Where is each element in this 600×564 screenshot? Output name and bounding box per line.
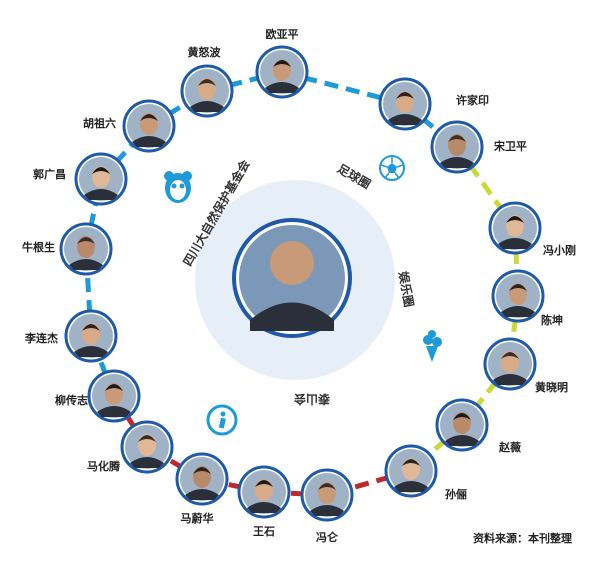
person-node: 赵薇 bbox=[437, 400, 521, 454]
person-name: 冯小刚 bbox=[543, 243, 576, 257]
person-name: 马蔚华 bbox=[181, 511, 214, 525]
person-node: 马蔚华 bbox=[177, 454, 227, 525]
person-name: 冯仑 bbox=[316, 530, 339, 544]
center-photo bbox=[234, 220, 350, 336]
person-node: 孙俪 bbox=[386, 446, 467, 501]
person-name: 胡祖六 bbox=[83, 116, 116, 130]
person-node: 牛根生 bbox=[22, 224, 111, 274]
person-node: 黄怒波 bbox=[182, 45, 232, 116]
info-icon bbox=[208, 406, 236, 434]
person-node: 宋卫平 bbox=[432, 122, 527, 172]
flower-bouquet-icon bbox=[423, 330, 442, 362]
person-node: 冯仑 bbox=[302, 470, 352, 544]
person-node: 陈坤 bbox=[493, 271, 563, 327]
person-node: 郭广昌 bbox=[33, 154, 126, 204]
group-label: 泰山会 bbox=[293, 392, 331, 407]
person-name: 郭广昌 bbox=[33, 167, 66, 181]
person-name: 马化腾 bbox=[87, 459, 121, 473]
panda-icon bbox=[164, 171, 192, 203]
group-label: 足球圈 bbox=[335, 161, 374, 192]
soccer-ball-icon bbox=[380, 156, 404, 180]
person-node: 柳传志 bbox=[55, 371, 139, 421]
person-node: 欧亚平 bbox=[257, 27, 307, 97]
person-node: 马化腾 bbox=[87, 422, 172, 473]
person-name: 黄晓明 bbox=[535, 380, 568, 394]
person-name: 孙俪 bbox=[445, 487, 467, 501]
person-name: 黄怒波 bbox=[188, 45, 222, 59]
person-node: 黄晓明 bbox=[485, 339, 568, 394]
person-name: 宋卫平 bbox=[493, 139, 527, 153]
center-face bbox=[270, 241, 314, 285]
source-note: 资料来源：本刊整理 bbox=[473, 530, 572, 546]
person-node: 李连杰 bbox=[24, 311, 116, 361]
person-node: 冯小刚 bbox=[490, 203, 576, 257]
person-node: 胡祖六 bbox=[83, 101, 174, 151]
person-name: 李连杰 bbox=[24, 331, 58, 345]
person-name: 欧亚平 bbox=[266, 27, 299, 41]
person-name: 牛根生 bbox=[22, 240, 55, 254]
group-label: 娱乐圈 bbox=[396, 270, 417, 308]
person-name: 赵薇 bbox=[498, 440, 521, 454]
person-name: 陈坤 bbox=[541, 313, 563, 327]
person-name: 许家印 bbox=[456, 93, 489, 107]
person-node: 许家印 bbox=[380, 79, 489, 129]
person-name: 柳传志 bbox=[55, 393, 88, 407]
person-node: 王石 bbox=[239, 467, 289, 538]
person-name: 王石 bbox=[253, 525, 275, 538]
